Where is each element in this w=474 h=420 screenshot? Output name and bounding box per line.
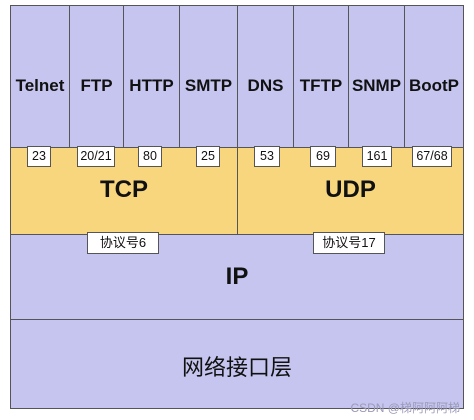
app-column-smtp: SMTP [179, 5, 238, 148]
app-label-http: HTTP [129, 76, 174, 95]
app-label-snmp: SNMP [351, 76, 402, 95]
app-label-dns: DNS [247, 76, 284, 95]
udp-label: UDP [325, 176, 376, 203]
port-box-ftp: 20/21 [77, 146, 115, 167]
port-box-smtp: 25 [196, 146, 220, 167]
app-label-telnet: Telnet [15, 76, 65, 95]
app-column-dns: DNS [237, 5, 294, 148]
port-box-dns: 53 [254, 146, 280, 167]
ip-label: IP [225, 263, 249, 290]
app-label-smtp: SMTP [184, 76, 233, 95]
tcp-label: TCP [100, 176, 148, 203]
app-column-ftp: FTP [69, 5, 124, 148]
tcp-protocol-number: 协议号6 [87, 232, 159, 254]
app-column-http: HTTP [123, 5, 180, 148]
port-box-snmp: 161 [362, 146, 392, 167]
app-column-bootp: BootP [404, 5, 464, 148]
ip-band: IP [10, 234, 464, 320]
app-label-ftp: FTP [80, 76, 113, 95]
app-column-tftp: TFTP [293, 5, 349, 148]
network-interface-band: 网络接口层 [10, 319, 464, 409]
app-column-telnet: Telnet [10, 5, 70, 148]
port-box-tftp: 69 [310, 146, 336, 167]
port-box-bootp: 67/68 [412, 146, 452, 167]
port-box-telnet: 23 [27, 146, 51, 167]
udp-protocol-number: 协议号17 [313, 232, 385, 254]
port-box-http: 80 [138, 146, 162, 167]
network-interface-label: 网络接口层 [181, 355, 292, 380]
app-column-snmp: SNMP [348, 5, 405, 148]
watermark: CSDN @梯阿阿阿梯 [350, 401, 460, 415]
app-label-bootp: BootP [408, 76, 460, 95]
app-label-tftp: TFTP [299, 76, 343, 95]
